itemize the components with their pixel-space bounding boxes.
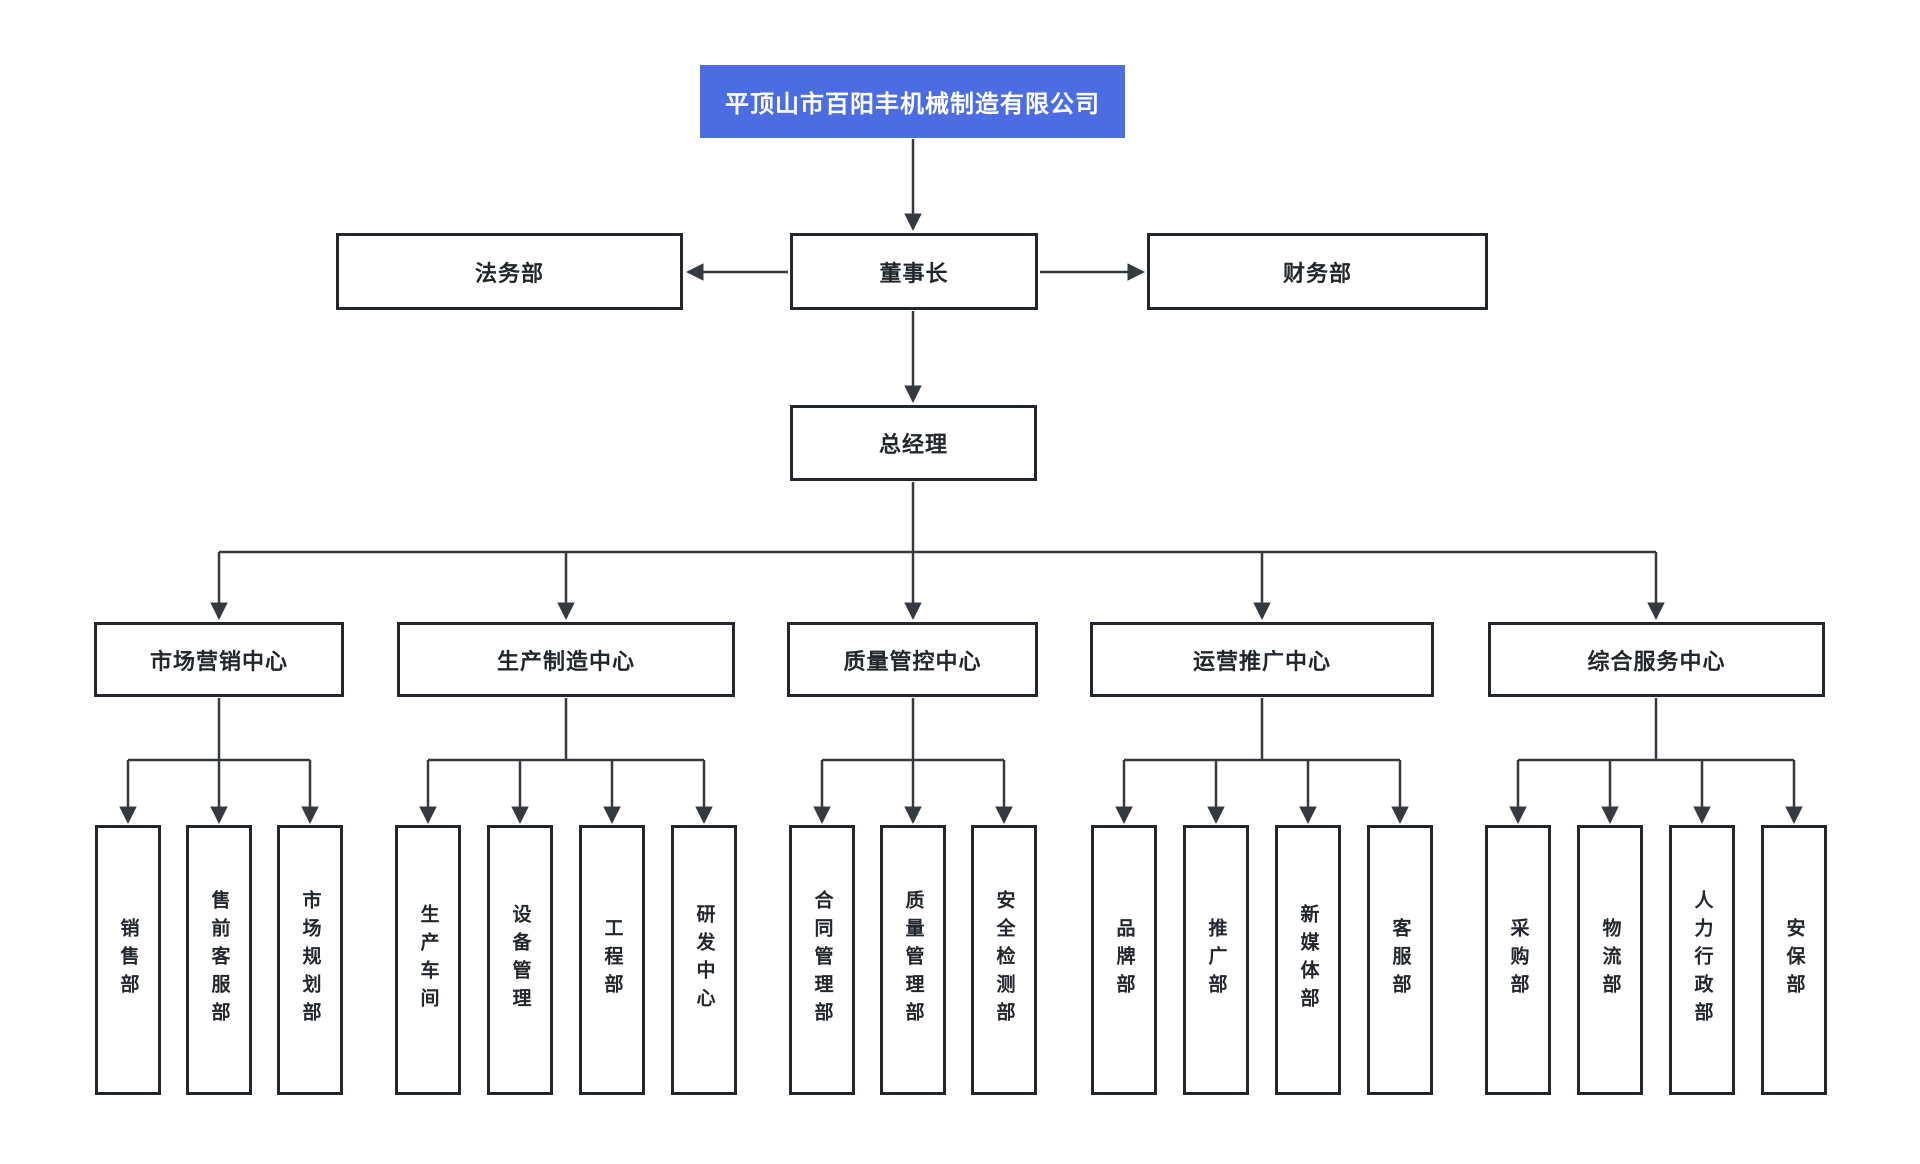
node-dept-sales: 销售部 [95,825,161,1095]
leaf-label: 采购部 [1507,918,1529,1002]
leaf-label: 物流部 [1599,918,1621,1002]
node-legal-dept: 法务部 [336,233,683,310]
node-chairman: 董事长 [790,233,1038,310]
node-center-services: 综合服务中心 [1488,622,1825,697]
connector-skeleton [128,482,1794,762]
leaf-label: 售前客服部 [208,890,230,1030]
node-dept-customer-service: 客服部 [1367,825,1433,1095]
node-company-root: 平顶山市百阳丰机械制造有限公司 [700,65,1125,138]
node-dept-production-workshop: 生产车间 [395,825,461,1095]
leaf-label: 生产车间 [417,904,439,1016]
node-dept-quality-management: 质量管理部 [880,825,946,1095]
leaf-label: 安保部 [1783,918,1805,1002]
leaf-label: 销售部 [117,918,139,1002]
leaf-label: 推广部 [1205,918,1227,1002]
node-dept-engineering: 工程部 [579,825,645,1095]
leaf-label: 新媒体部 [1297,904,1319,1016]
node-dept-presales-service: 售前客服部 [186,825,252,1095]
node-dept-brand: 品牌部 [1091,825,1157,1095]
leaf-label: 品牌部 [1113,918,1135,1002]
leaf-label: 工程部 [601,918,623,1002]
leaf-label: 合同管理部 [811,890,833,1030]
leaf-label: 安全检测部 [993,890,1015,1030]
leaf-label: 人力行政部 [1691,890,1713,1030]
node-general-manager: 总经理 [790,405,1037,481]
leaf-label: 客服部 [1389,918,1411,1002]
node-dept-new-media: 新媒体部 [1275,825,1341,1095]
node-dept-hr-admin: 人力行政部 [1669,825,1735,1095]
leaf-label: 市场规划部 [299,890,321,1030]
node-dept-promotion: 推广部 [1183,825,1249,1095]
leaf-label: 设备管理 [509,904,531,1016]
node-dept-logistics: 物流部 [1577,825,1643,1095]
node-center-production: 生产制造中心 [397,622,735,697]
node-dept-equipment-management: 设备管理 [487,825,553,1095]
node-dept-market-planning: 市场规划部 [277,825,343,1095]
node-finance-dept: 财务部 [1147,233,1488,310]
node-dept-safety-inspection: 安全检测部 [971,825,1037,1095]
node-dept-security: 安保部 [1761,825,1827,1095]
node-center-marketing: 市场营销中心 [94,622,344,697]
node-center-operations: 运营推广中心 [1090,622,1434,697]
leaf-label: 研发中心 [693,904,715,1016]
node-center-quality: 质量管控中心 [787,622,1038,697]
node-dept-procurement: 采购部 [1485,825,1551,1095]
leaf-label: 质量管理部 [902,890,924,1030]
node-dept-rd-center: 研发中心 [671,825,737,1095]
node-dept-contract-management: 合同管理部 [789,825,855,1095]
